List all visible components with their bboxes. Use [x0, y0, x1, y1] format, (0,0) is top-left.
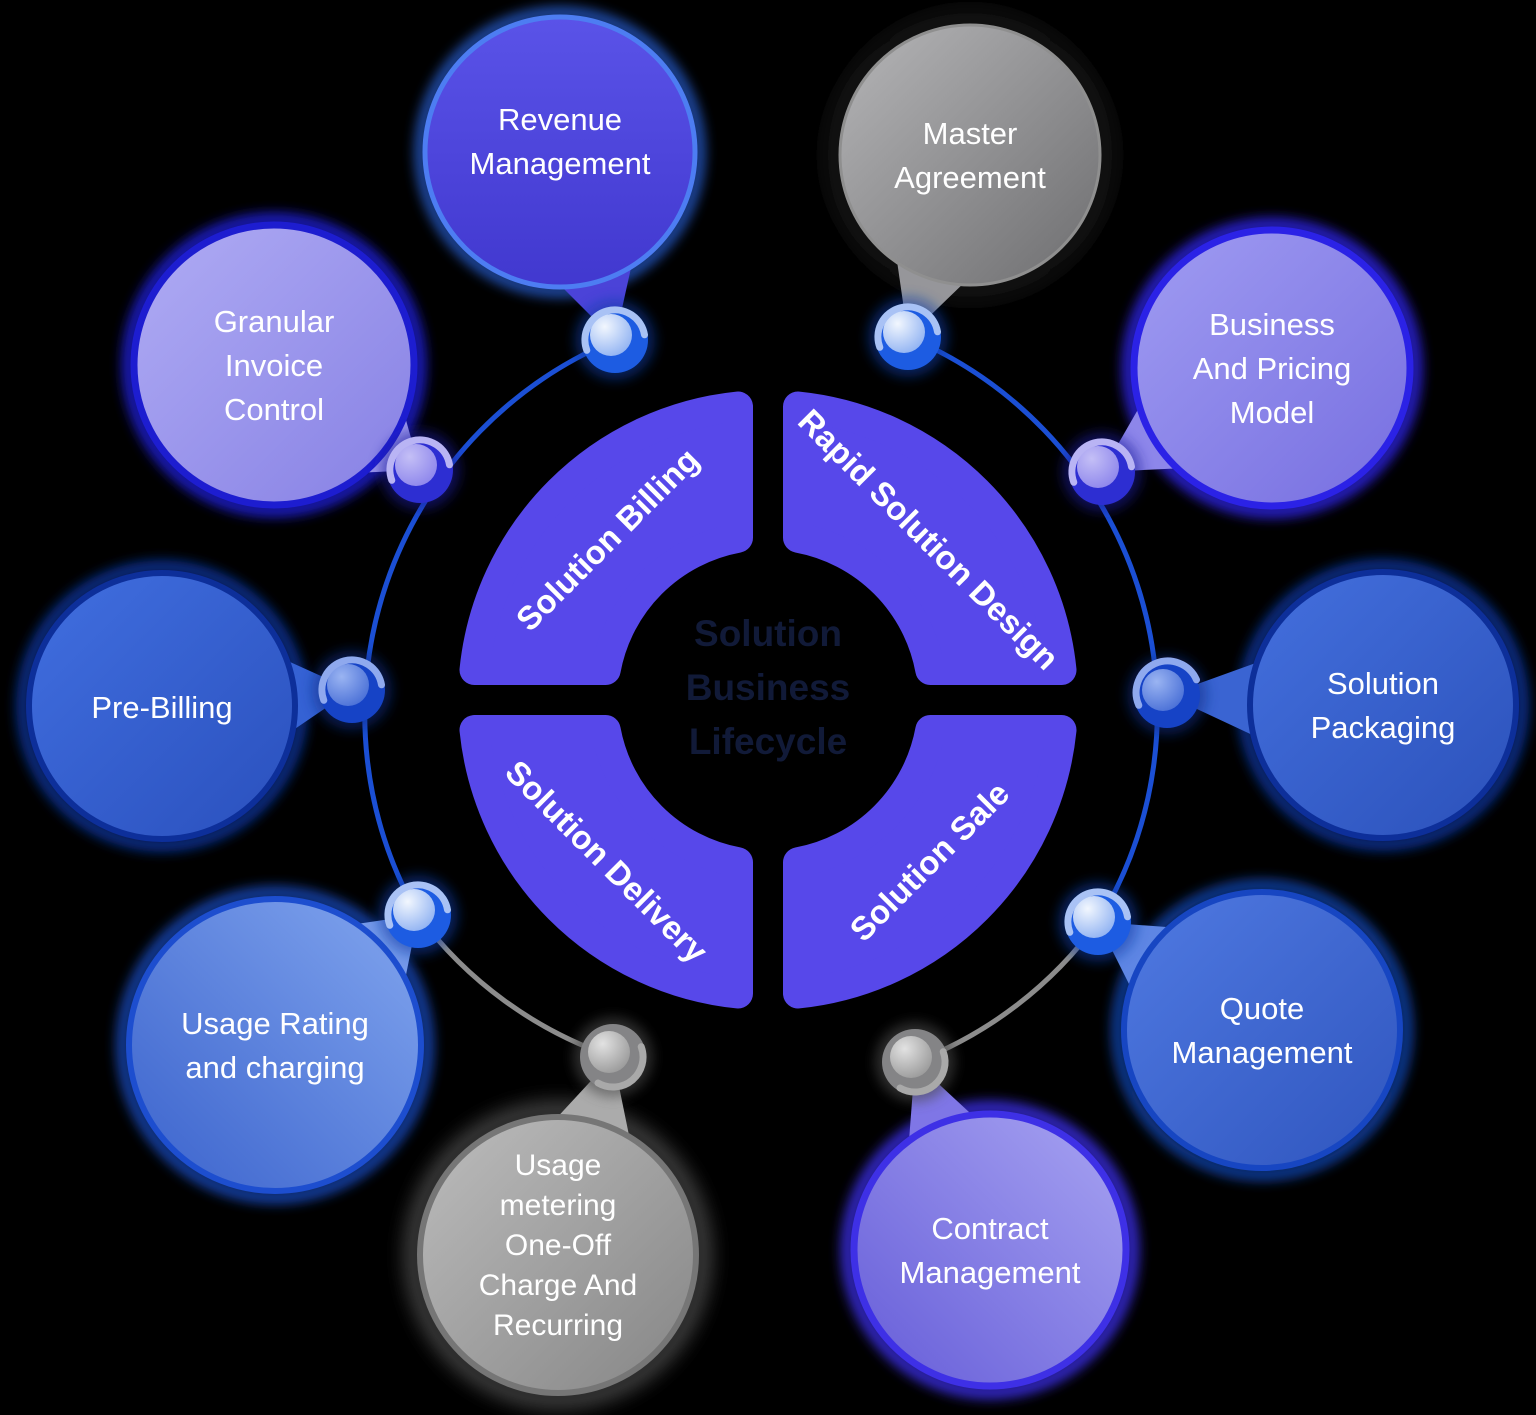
center-title: Solution Business Lifecycle	[686, 613, 851, 762]
node-arc	[1132, 657, 1200, 709]
node-pre-billing	[312, 650, 392, 730]
bubble-body	[417, 1114, 699, 1396]
bubble-label-line: Management	[1172, 1035, 1353, 1070]
node-sphere	[393, 889, 435, 931]
quadrant-solution-billing	[459, 391, 753, 685]
bubble-glow	[1122, 218, 1422, 518]
bubble-pre-billing: Pre-Billing	[16, 560, 352, 852]
bubble-quote-management: Quote Management	[1098, 879, 1413, 1181]
bubble-body	[1121, 889, 1403, 1171]
node-arc	[594, 1043, 647, 1091]
bubble-label-line: Agreement	[894, 160, 1046, 195]
node-usage-metering	[573, 1017, 653, 1097]
bubble-label-line: Usage	[515, 1149, 602, 1182]
bubble-label-line: Management	[900, 1255, 1081, 1290]
connector-nodes	[312, 297, 1207, 1102]
node-sphere	[890, 1036, 932, 1078]
bubble-label-line: Pre-Billing	[91, 690, 232, 725]
node-sphere	[395, 444, 437, 486]
bubble-label-line: Invoice	[225, 348, 323, 383]
bubble-label-line: and charging	[185, 1050, 364, 1085]
bubble-label-line: Master	[923, 116, 1018, 151]
node-arc	[386, 436, 453, 484]
node-arc	[581, 306, 648, 354]
bubble-glow	[116, 886, 434, 1204]
node-arc	[318, 656, 385, 704]
bubble-body	[26, 570, 298, 842]
bubble-glow	[826, 11, 1114, 299]
node-arc	[1064, 888, 1131, 936]
bubble-body	[838, 23, 1102, 287]
quadrant-rapid-solution-design	[783, 391, 1077, 685]
bubble-usage-metering: Usage metering One-Off Charge And Recurr…	[406, 1057, 710, 1407]
bubble-body	[1247, 569, 1519, 841]
bubble-body	[422, 14, 698, 290]
node-sphere	[1077, 446, 1119, 488]
bubble-glow	[122, 213, 426, 517]
node-sphere	[1073, 896, 1115, 938]
bubble-label-line: metering	[500, 1189, 617, 1222]
bubble-business-and-pricing-model: Business And Pricing Model	[1102, 218, 1422, 518]
bubble-label-line: Control	[224, 392, 324, 427]
node-sphere	[1142, 669, 1184, 711]
bubble-label-line: Revenue	[498, 102, 622, 137]
node-sphere	[588, 1031, 630, 1073]
bubble-solution-packaging: Solution Packaging	[1167, 559, 1529, 851]
bubble-body	[126, 896, 424, 1194]
bubble-label-line: Charge And	[479, 1269, 637, 1302]
node-arc	[874, 303, 941, 351]
center-title-line: Lifecycle	[689, 721, 847, 762]
node-arc	[896, 1048, 949, 1096]
bubble-contract-management: Contract Management	[841, 1062, 1139, 1399]
node-arc	[384, 881, 451, 929]
lifecycle-ring	[459, 391, 1077, 1009]
bubble-label-line: And Pricing	[1193, 351, 1352, 386]
orbit-arc-right-blue	[907, 334, 1160, 924]
bubble-label-line: Packaging	[1311, 710, 1456, 745]
bubble-label-line: Usage Rating	[181, 1006, 369, 1041]
bubble-glow	[841, 1101, 1139, 1399]
node-contract-management	[875, 1022, 955, 1102]
node-business-and-pricing-model	[1062, 432, 1142, 512]
bubble-tail	[1167, 660, 1264, 739]
bubble-glow	[1111, 879, 1413, 1181]
bubble-glow	[406, 1103, 710, 1407]
node-arc	[1068, 438, 1135, 486]
bubble-usage-rating-and-charging: Usage Rating and charging	[116, 886, 434, 1204]
node-solution-packaging	[1127, 655, 1207, 735]
node-master-agreement	[868, 297, 948, 377]
bubble-label-line: Quote	[1220, 991, 1304, 1026]
bubble-label-line: Model	[1230, 395, 1314, 430]
center-title-line: Business	[686, 667, 851, 708]
bubble-revenue-management: Revenue Management	[415, 7, 705, 340]
bubble-label-line: One-Off	[505, 1229, 612, 1262]
bubble-master-agreement: Master Agreement	[826, 11, 1114, 337]
node-revenue-management	[575, 300, 655, 380]
orbit-arc-left-blue	[362, 337, 616, 917]
node-granular-invoice-control	[380, 430, 460, 510]
bubble-granular-invoice-control: Granular Invoice Control	[122, 213, 426, 517]
node-sphere	[327, 664, 369, 706]
node-quote-management	[1058, 882, 1138, 962]
node-usage-rating-and-charging	[378, 875, 458, 955]
quadrant-solution-sale	[783, 715, 1077, 1009]
bubble-label-line: Management	[470, 146, 651, 181]
quadrant-solution-delivery	[459, 715, 753, 1009]
bubble-label-line: Contract	[931, 1211, 1049, 1246]
bubble-label-line: Granular	[214, 304, 335, 339]
node-sphere	[590, 314, 632, 356]
bubble-body	[130, 221, 418, 509]
center-title-line: Solution	[694, 613, 842, 654]
bubble-body	[1130, 226, 1414, 510]
bubble-label-line: Solution	[1327, 666, 1439, 701]
bubble-label-line: Recurring	[493, 1309, 623, 1342]
bubble-body	[850, 1110, 1130, 1390]
bubble-glow	[415, 7, 705, 297]
node-sphere	[883, 311, 925, 353]
bubble-label-line: Business	[1209, 307, 1335, 342]
